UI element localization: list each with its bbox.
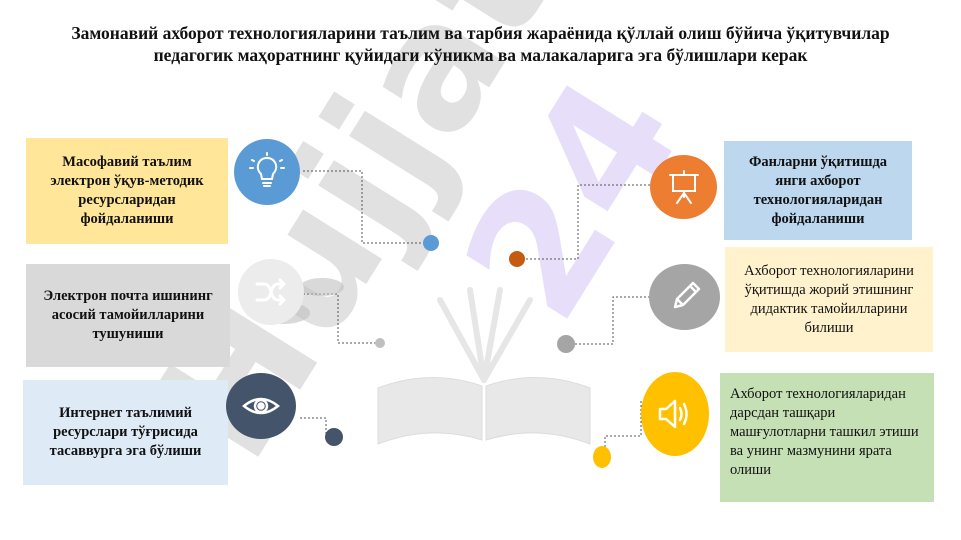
lightbulb-icon bbox=[249, 152, 285, 187]
right-box-1-text: Фанларни ўқитишда янги ахборот технологи… bbox=[748, 153, 888, 227]
connector-dot bbox=[325, 428, 343, 446]
right-box-1: Фанларни ўқитишда янги ахборот технологи… bbox=[724, 141, 912, 240]
left-box-2: Электрон почта ишининг асосий тамойиллар… bbox=[26, 264, 230, 367]
right-box-2: Ахборот технологияларини ўқитишда жорий … bbox=[725, 247, 933, 352]
speaker-icon bbox=[658, 399, 688, 429]
pencil-icon-circle bbox=[649, 264, 720, 330]
right-box-2-text: Ахборот технологияларини ўқитишда жорий … bbox=[744, 262, 914, 336]
connector-dot bbox=[509, 251, 525, 267]
eye-icon bbox=[242, 397, 280, 415]
presentation-icon bbox=[668, 170, 699, 204]
page-title: Замонавий ахборот технологияларини таъли… bbox=[71, 23, 890, 65]
connector-dot bbox=[300, 278, 344, 296]
eye-icon-circle bbox=[226, 373, 296, 439]
shuffle-icon-circle bbox=[238, 259, 304, 325]
shuffle-icon bbox=[255, 278, 286, 306]
presentation-icon-circle bbox=[650, 155, 717, 219]
pencil-icon bbox=[673, 281, 700, 309]
left-box-2-text: Электрон почта ишининг асосий тамойиллар… bbox=[43, 288, 213, 342]
connector-dot bbox=[593, 446, 611, 468]
left-box-3: Интернет таълимий ресурслари тўғрисида т… bbox=[23, 380, 228, 485]
left-box-1: Масофавий таълим электрон ўқув-методик р… bbox=[26, 138, 228, 244]
connector-dot bbox=[375, 338, 385, 348]
left-box-1-text: Масофавий таълим электрон ўқув-методик р… bbox=[50, 154, 204, 227]
speaker-icon-circle bbox=[641, 372, 709, 456]
right-box-3-text: Ахборот технологияларидан дарсдан ташқар… bbox=[730, 386, 919, 478]
lightbulb-icon-circle bbox=[234, 139, 300, 205]
connector-dot bbox=[557, 335, 575, 353]
right-box-3: Ахборот технологияларидан дарсдан ташқар… bbox=[720, 373, 934, 502]
left-box-3-text: Интернет таълимий ресурслари тўғрисида т… bbox=[49, 405, 202, 459]
connector-dot bbox=[423, 235, 439, 251]
